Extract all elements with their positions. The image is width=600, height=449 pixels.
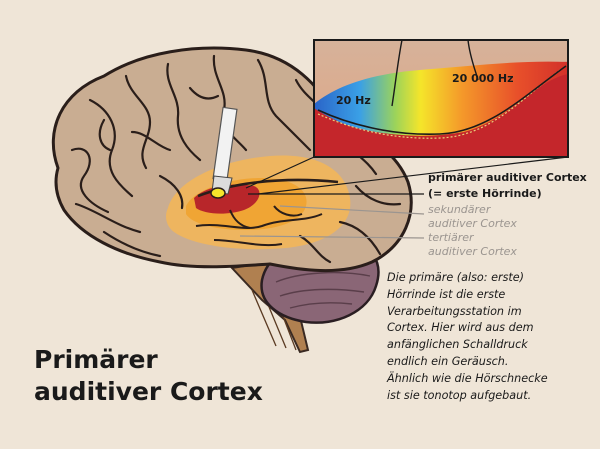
inset-high-frequency-label: 20 000 Hz	[452, 72, 514, 85]
tertiary-cortex-label-line1: tertiärer	[428, 231, 475, 244]
tertiary-leader-line	[239, 235, 425, 239]
description-line: Die primäre (also: erste)	[387, 271, 525, 284]
tertiary-cortex-label-line2: auditiver Cortex	[428, 245, 517, 258]
temporal-sulci	[195, 205, 323, 247]
tonotopy-inset: 20 Hz 20 000 Hz	[313, 39, 569, 158]
secondary-cortex-label-line2: auditiver Cortex	[428, 217, 517, 230]
primary-cortex-label-line2: (= erste Hörrinde)	[428, 187, 542, 200]
description-text: Die primäre (also: erste) Hörrinde ist d…	[387, 270, 592, 404]
page-title: Primärer auditiver Cortex	[34, 344, 304, 408]
title-line-1: Primärer	[34, 345, 158, 374]
description-line: Cortex. Hier wird aus dem	[387, 321, 534, 335]
inset-tonotopic-band	[314, 61, 568, 136]
description-line: endlich ein Geräusch.	[387, 354, 509, 368]
description-line: ist sie tonotop aufgebaut.	[387, 388, 532, 402]
description-line: anfänglichen Schalldruck	[387, 338, 528, 352]
inset-fissure-1	[391, 40, 403, 107]
description-line: Verarbeitungsstation im	[387, 304, 522, 318]
inset-low-frequency-label: 20 Hz	[336, 94, 371, 107]
electrode-probe	[210, 106, 238, 199]
inset-frame	[313, 39, 569, 158]
description-line: Ähnlich wie die Hörschnecke	[387, 371, 548, 385]
leader-lines	[239, 193, 425, 239]
primary-cortex-label-line1: primärer auditiver Cortex	[428, 171, 587, 184]
cerebellum-folds	[275, 271, 371, 309]
secondary-leader-line	[279, 205, 425, 215]
inset-dotted-line	[317, 69, 561, 139]
secondary-cortex-label-line1: sekundärer	[428, 203, 492, 216]
inset-membrane-line	[317, 65, 567, 136]
inset-fissure-2	[467, 40, 479, 81]
brain-sulci	[70, 54, 402, 264]
description-line: Hörrinde ist die erste	[387, 287, 506, 301]
inset-connectors	[245, 156, 569, 195]
title-line-2: auditiver Cortex	[34, 377, 263, 406]
